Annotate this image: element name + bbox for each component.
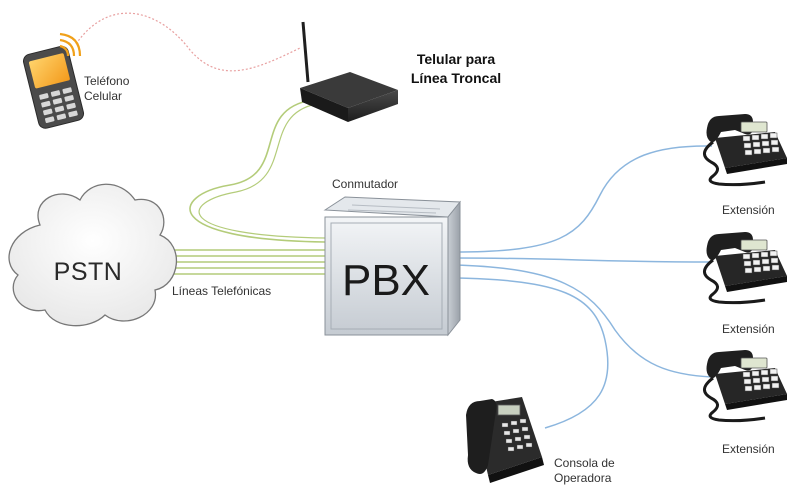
console-label-line-1: Consola de — [554, 456, 615, 470]
cellphone-label: Teléfono Celular — [84, 74, 129, 104]
switch-label: Conmutador — [332, 177, 399, 191]
lines-label: Líneas Telefónicas — [172, 284, 272, 298]
wireless-link — [75, 12, 301, 72]
extension-phone-2 — [702, 230, 789, 305]
telular-label: Telular para Línea Troncal — [396, 50, 516, 88]
telular-router — [300, 21, 398, 122]
telular-label-line-2: Línea Troncal — [410, 70, 502, 86]
extension-phone-3 — [702, 348, 789, 423]
cellphone — [22, 45, 85, 129]
signal-waves — [59, 32, 82, 57]
operator-console-phone — [466, 397, 544, 483]
pstn-trunk-lines — [150, 249, 325, 275]
pbx-label: PBX — [342, 256, 430, 305]
extension-label-2: Extensión — [722, 322, 775, 336]
pstn-label: PSTN — [54, 258, 123, 286]
pbx-switch: PBX — [323, 196, 462, 337]
console-label-line-2: Operadora — [554, 471, 612, 485]
cellphone-label-line-2: Celular — [84, 89, 123, 103]
extension-label-1: Extensión — [722, 203, 775, 217]
telular-trunk-line-2 — [198, 103, 326, 239]
telular-label-line-1: Telular para — [416, 51, 496, 67]
telular-trunk-line — [189, 99, 326, 243]
extension-lines — [454, 145, 713, 429]
console-label: Consola de Operadora — [554, 456, 615, 486]
pstn-cloud — [8, 183, 177, 327]
extension-phone-1 — [702, 112, 789, 187]
cellphone-label-line-1: Teléfono — [84, 74, 130, 88]
extension-label-3: Extensión — [722, 442, 775, 456]
